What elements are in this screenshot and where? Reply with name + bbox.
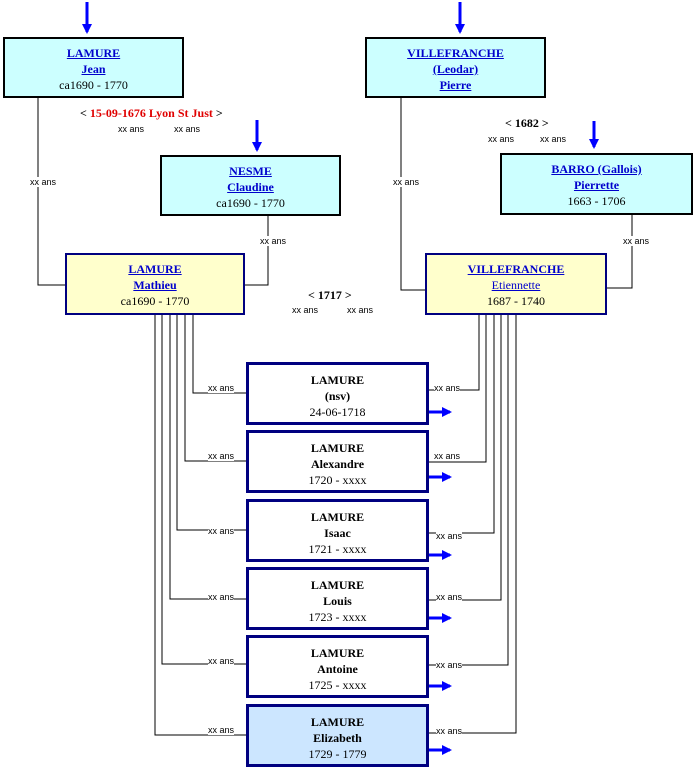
given-name: Alexandre	[310, 457, 365, 471]
age-label: xx ans	[436, 660, 463, 670]
child-box-isaac[interactable]: LAMURE Isaac 1721 - xxxx	[246, 499, 429, 562]
marriage-1682: < 1682 >	[505, 116, 549, 130]
life-dates: 1687 - 1740	[487, 294, 545, 308]
given-name: (nsv)	[324, 389, 351, 403]
life-dates: ca1690 - 1770	[59, 78, 128, 92]
given-name: Isaac	[324, 526, 351, 540]
life-dates: 1721 - xxxx	[308, 542, 367, 556]
given-name-link[interactable]: Claudine	[227, 180, 274, 194]
surname-link[interactable]: VILLEFRANCHE	[467, 262, 565, 276]
child-box-antoine[interactable]: LAMURE Antoine 1725 - xxxx	[246, 635, 429, 698]
age-label: xx ans	[118, 124, 145, 134]
age-label: xx ans	[208, 451, 235, 461]
child-box-nsv[interactable]: LAMURE (nsv) 24-06-1718	[246, 362, 429, 425]
age-label: xx ans	[260, 236, 287, 246]
person-lamure-mathieu[interactable]: LAMURE Mathieu ca1690 - 1770	[65, 253, 245, 315]
marriage-date: 15-09-1676 Lyon St Just	[89, 106, 213, 120]
surname: LAMURE	[310, 646, 365, 660]
age-label: xx ans	[208, 383, 235, 393]
person-nesme-claudine[interactable]: NESME Claudine ca1690 - 1770	[160, 155, 341, 216]
child-box-alexandre[interactable]: LAMURE Alexandre 1720 - xxxx	[246, 430, 429, 493]
given-name-link[interactable]: Pierrette	[573, 178, 620, 192]
person-barro-pierrette[interactable]: BARRO (Gallois) Pierrette 1663 - 1706	[500, 153, 693, 215]
age-label: xx ans	[208, 725, 235, 735]
life-dates: 1720 - xxxx	[308, 473, 367, 487]
father-child-connectors	[154, 315, 247, 736]
surname: LAMURE	[310, 373, 365, 387]
marriage-1676: < 15-09-1676 Lyon St Just >	[80, 106, 223, 120]
surname-link[interactable]: NESME	[229, 164, 272, 178]
life-dates: 24-06-1718	[309, 405, 366, 419]
age-label: xx ans	[436, 726, 463, 736]
age-label: xx ans	[623, 236, 650, 246]
life-dates: 1729 - 1779	[308, 747, 367, 761]
given-name-link[interactable]: Etiennette	[491, 278, 541, 292]
age-label: xx ans	[434, 451, 461, 461]
surname-link[interactable]: BARRO (Gallois)	[551, 162, 642, 176]
age-label: xx ans	[30, 177, 57, 187]
life-dates: 1725 - xxxx	[308, 678, 367, 692]
given-name: Elizabeth	[313, 731, 362, 745]
surname-link[interactable]: VILLEFRANCHE	[407, 46, 504, 60]
surname: LAMURE	[310, 510, 365, 524]
age-label: xx ans	[174, 124, 201, 134]
marriage-1717: < 1717 >	[308, 288, 352, 302]
person-villefranche-etiennette[interactable]: VILLEFRANCHE Etiennette 1687 - 1740	[425, 253, 607, 315]
descendant-arrows	[428, 407, 452, 755]
surname-link[interactable]: LAMURE	[128, 262, 182, 276]
given-name: Louis	[323, 594, 352, 608]
surname-link[interactable]: LAMURE	[66, 46, 121, 60]
given-name: Antoine	[317, 662, 358, 676]
child-box-louis[interactable]: LAMURE Louis 1723 - xxxx	[246, 567, 429, 630]
age-label: xx ans	[347, 305, 374, 315]
life-dates: 1663 - 1706	[567, 194, 626, 208]
age-label: xx ans	[292, 305, 319, 315]
mother-child-connectors	[428, 315, 517, 734]
age-label: xx ans	[208, 592, 235, 602]
surname: LAMURE	[310, 441, 365, 455]
age-label: xx ans	[208, 526, 235, 536]
ancestor-arrows	[82, 2, 599, 152]
person-villefranche-pierre[interactable]: VILLEFRANCHE (Leodar) Pierre	[365, 37, 546, 98]
life-dates: ca1690 - 1770	[216, 196, 285, 210]
age-label: xx ans	[436, 592, 463, 602]
age-label: xx ans	[393, 177, 420, 187]
given-name-extra-link[interactable]: (Leodar)	[432, 62, 479, 76]
age-label: xx ans	[434, 383, 461, 393]
surname: LAMURE	[310, 578, 365, 592]
given-name-link[interactable]: Jean	[81, 62, 106, 76]
person-lamure-jean[interactable]: LAMURE Jean ca1690 - 1770	[3, 37, 184, 98]
life-dates: ca1690 - 1770	[120, 294, 190, 308]
given-name-link[interactable]: Pierre	[439, 78, 472, 92]
child-box-elizabeth[interactable]: LAMURE Elizabeth 1729 - 1779	[246, 704, 429, 767]
age-label: xx ans	[436, 531, 463, 541]
age-label: xx ans	[208, 656, 235, 666]
life-dates: 1723 - xxxx	[308, 610, 367, 624]
given-name-link[interactable]: Mathieu	[133, 278, 177, 292]
age-label: xx ans	[488, 134, 515, 144]
age-label: xx ans	[540, 134, 567, 144]
surname: LAMURE	[310, 715, 365, 729]
